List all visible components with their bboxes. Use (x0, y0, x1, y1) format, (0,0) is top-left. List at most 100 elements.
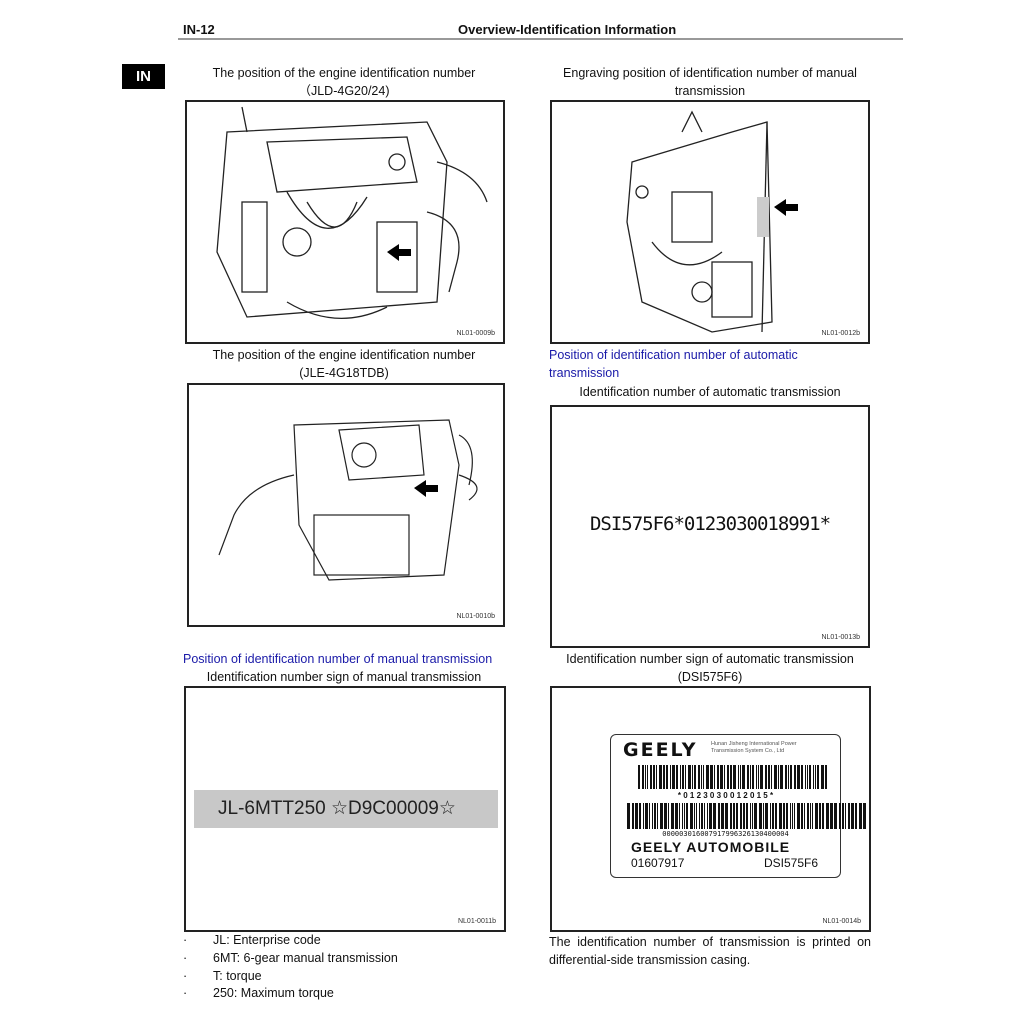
barcode-bar (848, 803, 850, 829)
part-number: 01607917 (631, 856, 685, 870)
barcode-bar (714, 765, 715, 789)
bullet-mark: · (183, 986, 188, 1000)
barcode-bar (752, 803, 753, 829)
bullet-item: · 6MT: 6-gear manual transmission (183, 951, 398, 965)
barcode-bar (692, 765, 693, 789)
barcode-bar (788, 765, 789, 789)
barcode-bar (797, 803, 800, 829)
figure-manual-transmission-engraving: NL01-0012b (550, 100, 870, 344)
section-tab: IN (122, 64, 165, 89)
barcode-bar (754, 803, 757, 829)
company-line: Transmission System Co., Ltd (711, 748, 785, 754)
figure-code: NL01-0012b (821, 330, 860, 337)
barcode-bar (765, 803, 768, 829)
barcode-bar (772, 803, 774, 829)
bullet-item: ·250: Maximum torque (183, 986, 334, 1000)
bullet-text: JL: Enterprise code (213, 933, 321, 947)
barcode-bar (701, 803, 703, 829)
caption-line: The position of the engine identificatio… (212, 348, 476, 362)
barcode-bar (842, 803, 844, 829)
barcode-bar (768, 765, 770, 789)
figure-code: NL01-0013b (821, 634, 860, 641)
barcode-bar (747, 765, 749, 789)
barcode-bar (698, 765, 700, 789)
barcode-bar (778, 765, 779, 789)
barcode-bar (756, 765, 757, 789)
transmission-note: The identification number of transmissio… (549, 935, 871, 967)
barcode-bar (770, 803, 771, 829)
barcode-bar (805, 765, 806, 789)
figure-automatic-id-number: DSI575F6*0123030018991* NL01-0013b (550, 405, 870, 648)
geely-id-label: GEELY Hunan Jisheng International Power … (610, 734, 866, 878)
figure-3-caption: The position of the engine identificatio… (183, 347, 505, 382)
barcode-bar (826, 803, 829, 829)
caption-line: Identification number sign of automatic … (566, 652, 854, 666)
barcode-bar (819, 803, 821, 829)
barcode-bar (863, 803, 866, 829)
barcode-bar (771, 765, 772, 789)
bullet-mark: · (183, 951, 188, 965)
barcode-bar (652, 803, 653, 829)
barcode-bar (815, 803, 818, 829)
barcode-bar (672, 765, 675, 789)
barcode-bar (785, 765, 787, 789)
barcode-bar (718, 803, 720, 829)
barcode-bar (815, 765, 816, 789)
barcode-bar (703, 765, 704, 789)
barcode-bar (738, 765, 739, 789)
page-number: IN-12 (183, 22, 215, 37)
bullet-text: 6MT: 6-gear manual transmission (213, 951, 398, 965)
barcode-bar (774, 765, 777, 789)
barcode-bar (810, 803, 811, 829)
figure-code: NL01-0009b (456, 330, 495, 337)
barcode-bar (855, 803, 857, 829)
barcode-bar (710, 765, 713, 789)
barcode-bar (707, 803, 708, 829)
barcode-bar (647, 765, 648, 789)
barcode-bar (750, 803, 751, 829)
barcode-bar (822, 803, 824, 829)
barcode-bar (685, 765, 686, 789)
figure-automatic-id-sign: GEELY Hunan Jisheng International Power … (550, 686, 871, 932)
barcode-bar (730, 803, 732, 829)
barcode-bar (727, 765, 729, 789)
barcode-bar (679, 803, 680, 829)
barcode-bar (759, 803, 762, 829)
bullet-text: T: torque (213, 969, 262, 983)
stamped-id-number: DSI575F6*0123030018991* (589, 513, 831, 535)
barcode-bar (825, 765, 827, 789)
figure-engine-jle: NL01-0010b (187, 383, 505, 627)
barcode-bar (786, 803, 788, 829)
barcode-bar (792, 803, 793, 829)
barcode-bar (794, 803, 795, 829)
barcode-bar (682, 803, 683, 829)
barcode-bar (671, 803, 674, 829)
barcode-bar (706, 765, 709, 789)
barcode-bar (765, 765, 767, 789)
figure-6-caption: Identification number sign of automatic … (549, 651, 871, 686)
barcode-bar (775, 803, 777, 829)
company-line: Hunan Jisheng International Power (711, 741, 797, 747)
barcode-bar (720, 765, 723, 789)
barcode-bar (713, 803, 716, 829)
barcode-bar (790, 803, 791, 829)
barcode-bar (682, 765, 684, 789)
barcode-bar (736, 803, 738, 829)
header-rule (178, 38, 903, 40)
barcode-bar (801, 803, 803, 829)
barcode-bar (733, 803, 735, 829)
barcode-bar (830, 803, 833, 829)
caption-line: (DSI575F6) (677, 669, 743, 684)
barcode-bar (750, 765, 751, 789)
barcode-bar (783, 803, 785, 829)
barcode-bar (645, 765, 646, 789)
barcode-bar (758, 765, 759, 789)
barcode-bar (653, 765, 655, 789)
barcode-bar (663, 765, 665, 789)
barcode-bar (794, 765, 796, 789)
barcode-1 (638, 765, 828, 789)
barcode-bar (704, 803, 705, 829)
figure-4-caption: Identification number of automatic trans… (579, 385, 841, 399)
barcode-bar (851, 803, 854, 829)
bullet-item: ·T: torque (183, 969, 262, 983)
